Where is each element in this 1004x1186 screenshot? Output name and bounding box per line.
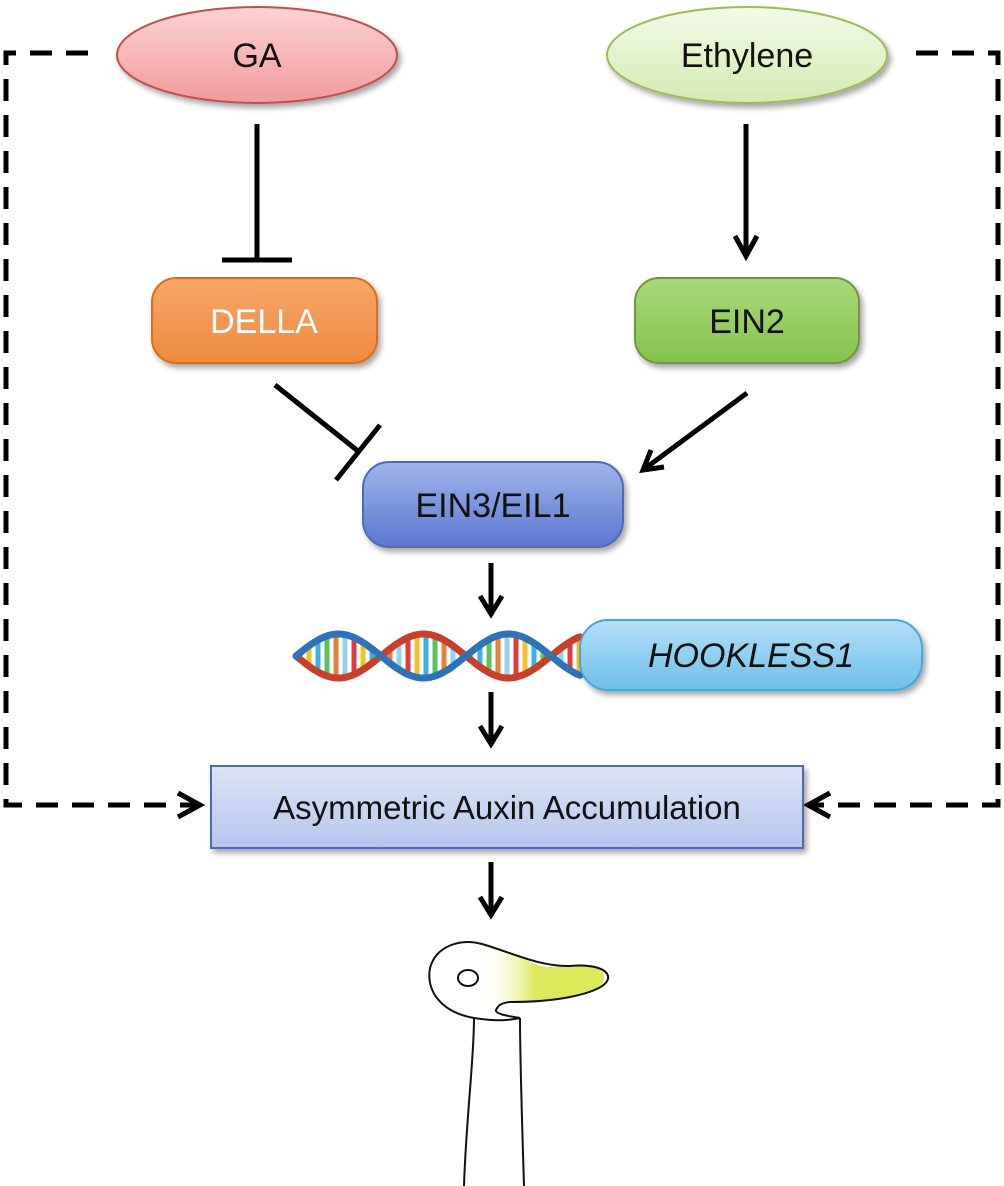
edge-ein3-activates-hookless1 (477, 563, 505, 619)
dna-backbone (292, 630, 584, 682)
node-ein2-label: EIN2 (709, 303, 785, 341)
dashed-edge-ethylene-to-auxin (802, 50, 1001, 820)
edge-hookless1-activates-auxin (477, 692, 505, 749)
node-hookless1-label: HOOKLESS1 (648, 637, 854, 675)
dna-backbone (292, 630, 584, 682)
edge-della-inhibits-ein3 (273, 383, 382, 482)
node-ein2: EIN2 (634, 277, 860, 364)
edge-ga-inhibits-della (222, 124, 292, 263)
dashed-edge-ga-to-auxin (3, 50, 206, 820)
node-ga: GA (116, 6, 398, 104)
node-ein3-eil1: EIN3/EIL1 (362, 461, 624, 548)
edge-auxin-to-apical-hook (477, 862, 505, 920)
node-auxin-label: Asymmetric Auxin Accumulation (273, 789, 741, 826)
node-della-label: DELLA (210, 303, 318, 341)
node-hookless1: HOOKLESS1 (579, 619, 923, 691)
node-della: DELLA (151, 277, 378, 364)
apical-hook-seedling-icon (428, 941, 610, 1186)
node-ein3-eil1-label: EIN3/EIL1 (416, 487, 571, 525)
node-ga-label: GA (232, 37, 281, 75)
node-ethylene: Ethylene (606, 6, 888, 104)
node-auxin-accumulation: Asymmetric Auxin Accumulation (210, 765, 804, 849)
node-ethylene-label: Ethylene (681, 37, 813, 75)
edge-ein2-activates-ein3 (639, 390, 749, 474)
edge-ethylene-activates-ein2 (732, 124, 760, 262)
dna-helix-icon (292, 630, 584, 682)
